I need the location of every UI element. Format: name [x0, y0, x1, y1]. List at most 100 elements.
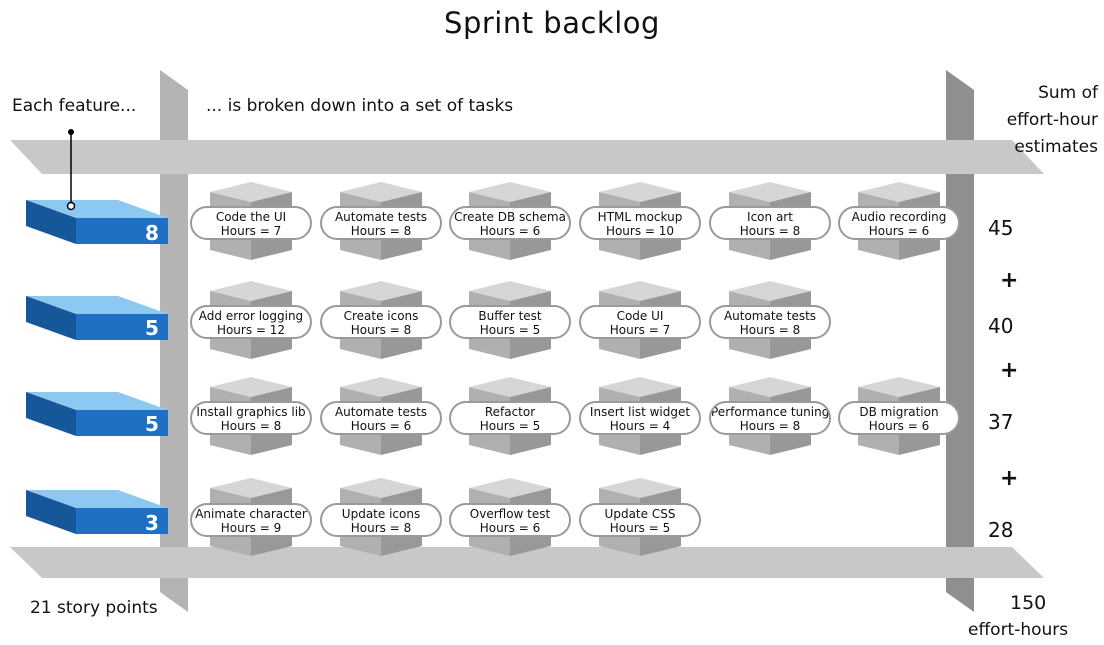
feature-points: 3	[145, 511, 159, 535]
task-name: Code the UI	[215, 210, 287, 224]
task-hours: Hours = 6	[479, 224, 541, 238]
feature-block-side	[26, 200, 76, 244]
task-name: Automate tests	[334, 210, 428, 224]
feature-block-front	[76, 508, 168, 534]
task-hours: Hours = 7	[220, 224, 282, 238]
task-name: Buffer test	[478, 309, 542, 323]
task-hours: Hours = 10	[605, 224, 675, 238]
feature-points: 5	[145, 316, 159, 340]
left-post	[160, 70, 188, 612]
broken-down-label: ... is broken down into a set of tasks	[206, 96, 514, 116]
task-name: Refactor	[484, 405, 536, 419]
task-hours: Hours = 8	[220, 419, 282, 433]
task-name: Icon art	[747, 210, 793, 224]
task-hours: Hours = 6	[479, 521, 541, 535]
task-name: Audio recording	[851, 210, 947, 224]
feature-block-top	[26, 296, 168, 314]
task-name: Update icons	[341, 507, 421, 521]
feature-block-front	[76, 218, 168, 244]
plus-sign: +	[1000, 268, 1019, 293]
task-name: Performance tuning	[711, 405, 830, 419]
task-hours: Hours = 6	[868, 419, 930, 433]
task-name: Install graphics lib	[196, 405, 306, 419]
task-name: HTML mockup	[597, 210, 683, 224]
task-hours: Hours = 5	[609, 521, 671, 535]
sum-heading-line-1: Sum of	[1038, 83, 1098, 103]
diagram-title: Sprint backlog	[444, 6, 660, 40]
feature-hour-sum: 28	[988, 518, 1014, 542]
task-name: Update CSS	[604, 507, 676, 521]
task-hours: Hours = 6	[350, 419, 412, 433]
feature-points: 8	[145, 221, 159, 245]
sum-heading-line-3: estimates	[1014, 137, 1098, 157]
sum-heading-line-2: effort-hour	[1006, 110, 1098, 130]
task-hours: Hours = 12	[216, 323, 286, 337]
feature-block-side	[26, 392, 76, 436]
task-name: Add error logging	[198, 309, 304, 323]
top-shelf	[10, 140, 1044, 174]
effort-total-value: 150	[1010, 592, 1047, 614]
task-name: Create DB schema	[454, 210, 566, 224]
task-name: DB migration	[859, 405, 939, 419]
sum-heading: Sum of effort-hour estimates	[978, 80, 1098, 161]
task-name: Code UI	[616, 309, 664, 323]
task-name: Insert list widget	[589, 405, 691, 419]
effort-total-unit: effort-hours	[968, 620, 1069, 640]
feature-hour-sum: 40	[988, 314, 1014, 338]
task-name: Automate tests	[334, 405, 428, 419]
feature-block-side	[26, 490, 76, 534]
feature-block-front	[76, 410, 168, 436]
task-name: Create icons	[343, 309, 419, 323]
plus-sign: +	[1000, 466, 1019, 491]
feature-block-top	[26, 200, 168, 218]
task-hours: Hours = 8	[350, 323, 412, 337]
task-hours: Hours = 5	[479, 419, 541, 433]
task-hours: Hours = 7	[609, 323, 671, 337]
task-hours: Hours = 6	[868, 224, 930, 238]
each-feature-label: Each feature...	[12, 96, 137, 116]
task-hours: Hours = 4	[609, 419, 671, 433]
task-hours: Hours = 5	[479, 323, 541, 337]
task-name: Automate tests	[723, 309, 817, 323]
feature-block-top	[26, 392, 168, 410]
story-points-total: 21 story points	[30, 598, 158, 618]
feature-hour-sum: 45	[988, 216, 1014, 240]
feature-hour-sum: 37	[988, 410, 1014, 434]
feature-block-side	[26, 296, 76, 340]
task-hours: Hours = 8	[739, 224, 801, 238]
connector-dot-top	[68, 129, 74, 135]
task-hours: Hours = 8	[739, 419, 801, 433]
task-hours: Hours = 8	[739, 323, 801, 337]
bottom-shelf	[10, 547, 1044, 578]
task-hours: Hours = 9	[220, 521, 282, 535]
task-name: Overflow test	[469, 507, 551, 521]
feature-block-top	[26, 490, 168, 508]
feature-points: 5	[145, 412, 159, 436]
task-hours: Hours = 8	[350, 521, 412, 535]
feature-block-front	[76, 314, 168, 340]
right-post	[946, 70, 974, 612]
connector-dot-bottom	[66, 201, 76, 211]
plus-sign: +	[1000, 358, 1019, 383]
